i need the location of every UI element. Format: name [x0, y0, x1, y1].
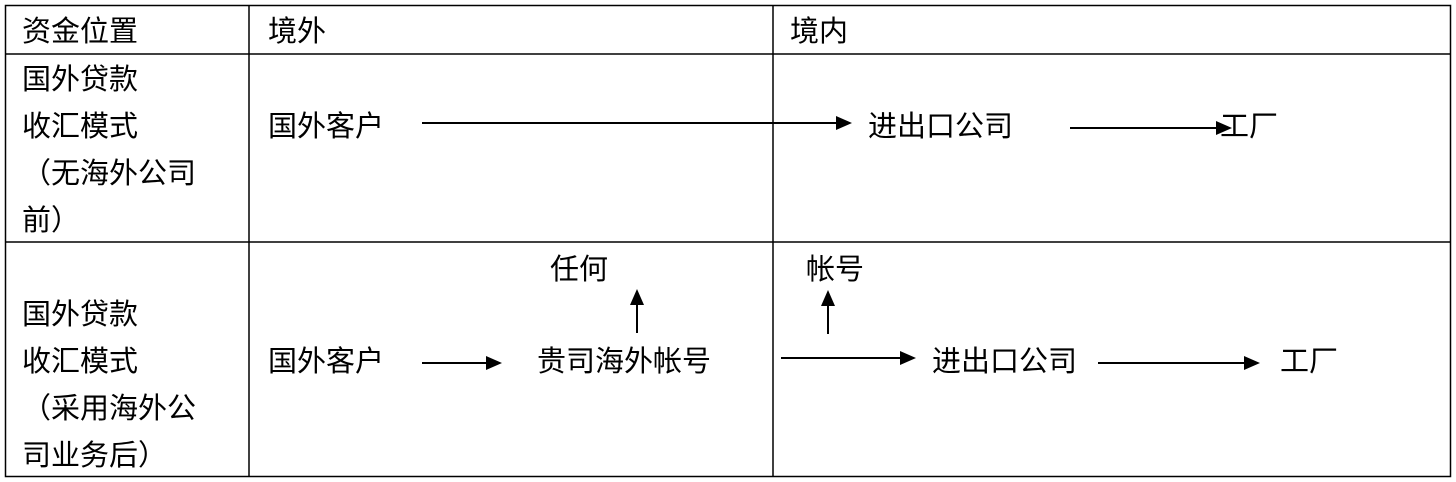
header-fund-position: 资金位置: [22, 14, 139, 48]
row2-foreign-customer: 国外客户: [268, 344, 385, 378]
row1-label-line-2: 收汇模式: [22, 109, 139, 143]
arrow-up-to-account: [821, 290, 835, 334]
row2-trading-company: 进出口公司: [932, 344, 1078, 378]
row2-label-line-4: 司业务后）: [22, 438, 168, 472]
row1-label-line-3: （无海外公司: [22, 156, 197, 190]
header-overseas: 境外: [268, 14, 327, 48]
row2-label-line-2: 收汇模式: [22, 344, 139, 378]
row1-factory: 工厂: [1220, 109, 1279, 143]
row2-label-line-3: （采用海外公: [22, 391, 197, 425]
row1-label-line-1: 国外贷款: [22, 62, 139, 96]
arrow-up-to-any: [630, 289, 644, 333]
arrow-foreign-customer-to-overseas-account: [422, 356, 502, 370]
header-domestic: 境内: [790, 14, 849, 48]
arrow-overseas-account-to-trading-company: [781, 351, 916, 365]
row2-account: 帐号: [806, 252, 865, 286]
row1-foreign-customer: 国外客户: [268, 109, 385, 143]
table-border: [4, 4, 1452, 478]
arrow-trading-company-to-factory-2: [1098, 356, 1260, 370]
row2-label-line-1: 国外贷款: [22, 297, 139, 331]
row2-overseas-account: 贵司海外帐号: [537, 344, 712, 378]
row1-trading-company: 进出口公司: [868, 109, 1014, 143]
row1-label-line-4: 前）: [22, 203, 81, 237]
arrow-foreign-customer-to-trading-company-1: [422, 116, 852, 130]
arrow-trading-company-to-factory-1: [1070, 121, 1232, 135]
row2-any: 任何: [550, 252, 609, 286]
row2-factory: 工厂: [1280, 344, 1339, 378]
